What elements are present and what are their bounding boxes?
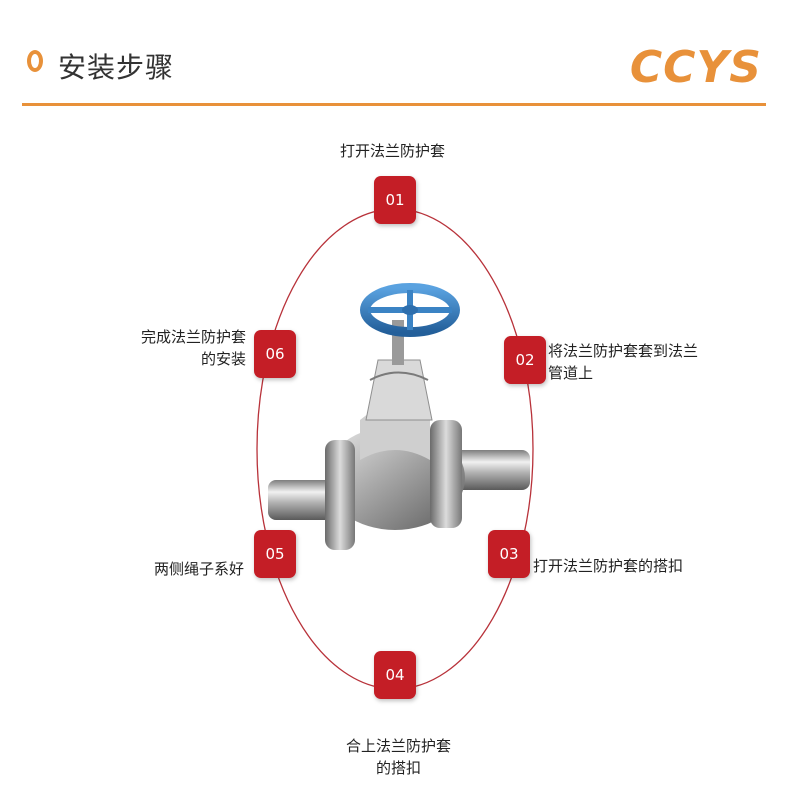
step-label-04-line1: 合上法兰防护套 xyxy=(346,737,452,755)
header-circle-icon xyxy=(27,50,43,72)
step-label-01: 打开法兰防护套 xyxy=(340,140,445,162)
step-badge-04: 04 xyxy=(374,651,416,699)
step-badge-05: 05 xyxy=(254,530,296,578)
step-badge-06: 06 xyxy=(254,330,296,378)
valve-body xyxy=(325,405,465,550)
header-divider xyxy=(22,103,766,106)
step-label-03: 打开法兰防护套的搭扣 xyxy=(533,555,683,577)
step-label-04-line2: 的搭扣 xyxy=(376,759,422,777)
step-label-02-line2: 管道上 xyxy=(548,364,594,382)
step-label-06-line1: 完成法兰防护套 xyxy=(140,328,246,346)
pipe-right xyxy=(450,450,530,490)
step-label-06: 完成法兰防护套 的安装 xyxy=(136,326,246,370)
step-label-01-text: 打开法兰防护套 xyxy=(340,142,446,160)
step-badge-02: 02 xyxy=(504,336,546,384)
step-label-02-line1: 将法兰防护套套到法兰 xyxy=(548,342,699,360)
step-label-05-text: 两侧绳子系好 xyxy=(154,560,245,578)
brand-logo: CCYS xyxy=(629,42,762,93)
step-label-06-line2: 的安装 xyxy=(200,350,246,368)
step-badge-03: 03 xyxy=(488,530,530,578)
valve-bonnet xyxy=(365,320,433,421)
step-badge-01: 01 xyxy=(374,176,416,224)
step-label-04: 合上法兰防护套 的搭扣 xyxy=(346,735,451,779)
step-label-03-text: 打开法兰防护套的搭扣 xyxy=(533,557,684,575)
step-label-05: 两侧绳子系好 xyxy=(154,558,244,580)
valve-handwheel xyxy=(360,283,460,337)
step-label-02: 将法兰防护套套到法兰 管道上 xyxy=(548,340,698,384)
page-title: 安装步骤 xyxy=(58,51,175,84)
